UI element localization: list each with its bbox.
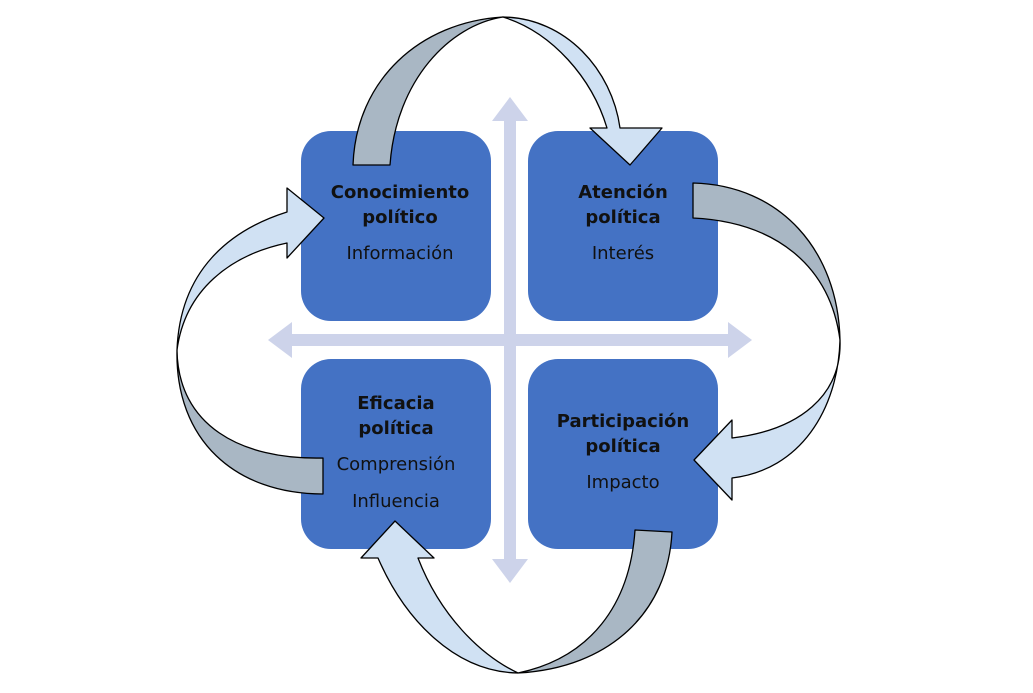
arrow-head-segment [502,16,663,166]
arrow-tail-segment [352,16,504,166]
arrow-head-segment [360,520,519,674]
arrow-tail-segment [176,349,324,495]
quadrant-detail: Interés [591,243,655,264]
axis-arrowhead-left [268,322,292,358]
quadrant-detail: Comprensión [336,454,456,475]
cycle-arrow-eficacia-to-conocimiento [176,187,325,495]
axis-arrowhead-up [492,97,528,121]
quadrant-detail: Impacto [586,472,660,493]
quadrant-title: Conocimiento [330,182,470,203]
quadrant-atencion-politica: Atención política Interés [528,131,718,321]
quadrant-title: Participación [556,411,690,432]
quadrant-detail: Influencia [352,491,440,512]
quadrant-title: política [585,436,661,457]
quadrant-participacion-politica: Participación política Impacto [528,359,718,549]
quadrant-eficacia-politica: Eficacia política Comprensión Influencia [301,359,491,549]
arrow-head-segment [693,339,841,501]
quadrant-conocimiento-politico: Conocimiento político Información [301,131,491,321]
axis-arrowhead-right [728,322,752,358]
quadrant-title: Eficacia [357,393,435,414]
cycle-arrow-participacion-to-eficacia [360,520,673,674]
cycle-arrow-atencion-to-participacion [692,182,841,501]
quadrant-title: político [362,207,438,228]
vertical-axis-shaft [504,120,516,560]
quadrant-title: política [358,418,434,439]
quadrant-title: política [585,207,661,228]
axis-arrowhead-down [492,559,528,583]
quadrant-title: Atención [578,182,668,203]
quadrant-detail: Información [346,243,454,264]
arrow-head-segment [176,187,325,351]
arrow-tail-segment [517,529,673,674]
arrow-tail-segment [692,182,841,341]
cycle-arrow-conocimiento-to-atencion [352,16,663,166]
